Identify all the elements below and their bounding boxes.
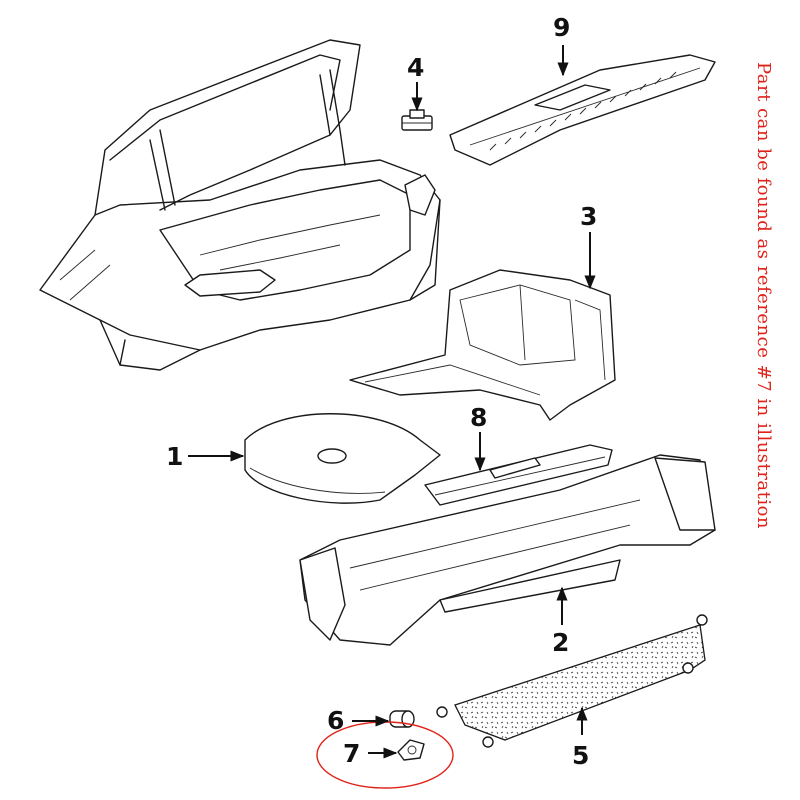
part-1-floor-cover xyxy=(244,413,441,504)
part-8-sill-plate xyxy=(424,444,613,506)
callout-3: 3 xyxy=(580,202,598,231)
part-2-rear-trim xyxy=(299,454,716,646)
callout-8: 8 xyxy=(470,403,488,432)
part-7-retainer xyxy=(397,739,425,761)
callout-5: 5 xyxy=(572,741,590,770)
callout-2: 2 xyxy=(552,628,570,657)
callout-6: 6 xyxy=(327,706,345,735)
callout-1: 1 xyxy=(166,442,184,471)
part-9-rear-shelf xyxy=(449,54,716,166)
part-4-clip xyxy=(401,109,433,131)
car-rear-illustration xyxy=(39,39,441,371)
part-3-side-trim xyxy=(349,269,616,421)
reference-note: Part can be found as reference #7 in ill… xyxy=(753,62,774,530)
callout-7: 7 xyxy=(343,739,361,768)
callout-4: 4 xyxy=(407,53,425,82)
callout-9: 9 xyxy=(553,13,571,42)
leader-arrows xyxy=(188,45,596,759)
part-5-cargo-net xyxy=(436,614,708,748)
